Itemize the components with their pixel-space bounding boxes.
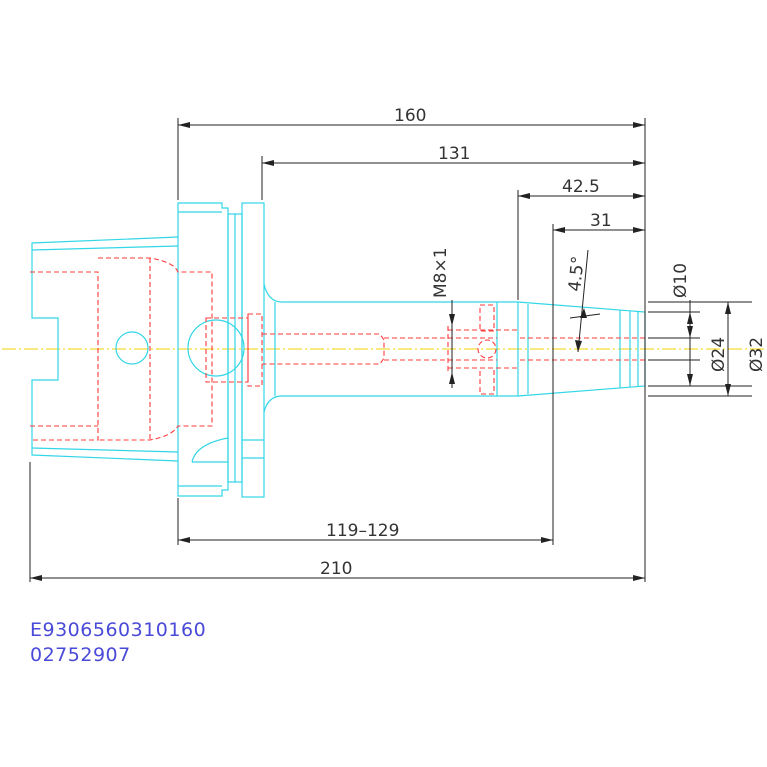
dim-119-129: 119–129 bbox=[326, 521, 399, 541]
dim-bore-10: Ø10 bbox=[671, 263, 691, 298]
holder-outline bbox=[31, 202, 646, 498]
dim-42-5: 42.5 bbox=[562, 177, 600, 197]
part-codes: E9306560310160 02752907 bbox=[30, 618, 206, 668]
dim-131: 131 bbox=[438, 144, 470, 164]
hidden-lines bbox=[30, 257, 645, 441]
dimension-texts: 160 131 42.5 31 119–129 210 M8×1 4.5° Ø1… bbox=[320, 106, 767, 579]
dim-m8x1: M8×1 bbox=[431, 247, 451, 298]
dim-160: 160 bbox=[394, 106, 426, 126]
dim-body-32: Ø32 bbox=[747, 337, 767, 372]
dim-nose-24: Ø24 bbox=[709, 337, 729, 372]
dim-4-5-deg: 4.5° bbox=[565, 255, 589, 292]
dim-31: 31 bbox=[590, 211, 612, 231]
dim-210: 210 bbox=[320, 559, 352, 579]
part-code-2: 02752907 bbox=[30, 644, 131, 666]
part-code-1: E9306560310160 bbox=[30, 619, 207, 641]
dimension-lines bbox=[29, 118, 752, 582]
